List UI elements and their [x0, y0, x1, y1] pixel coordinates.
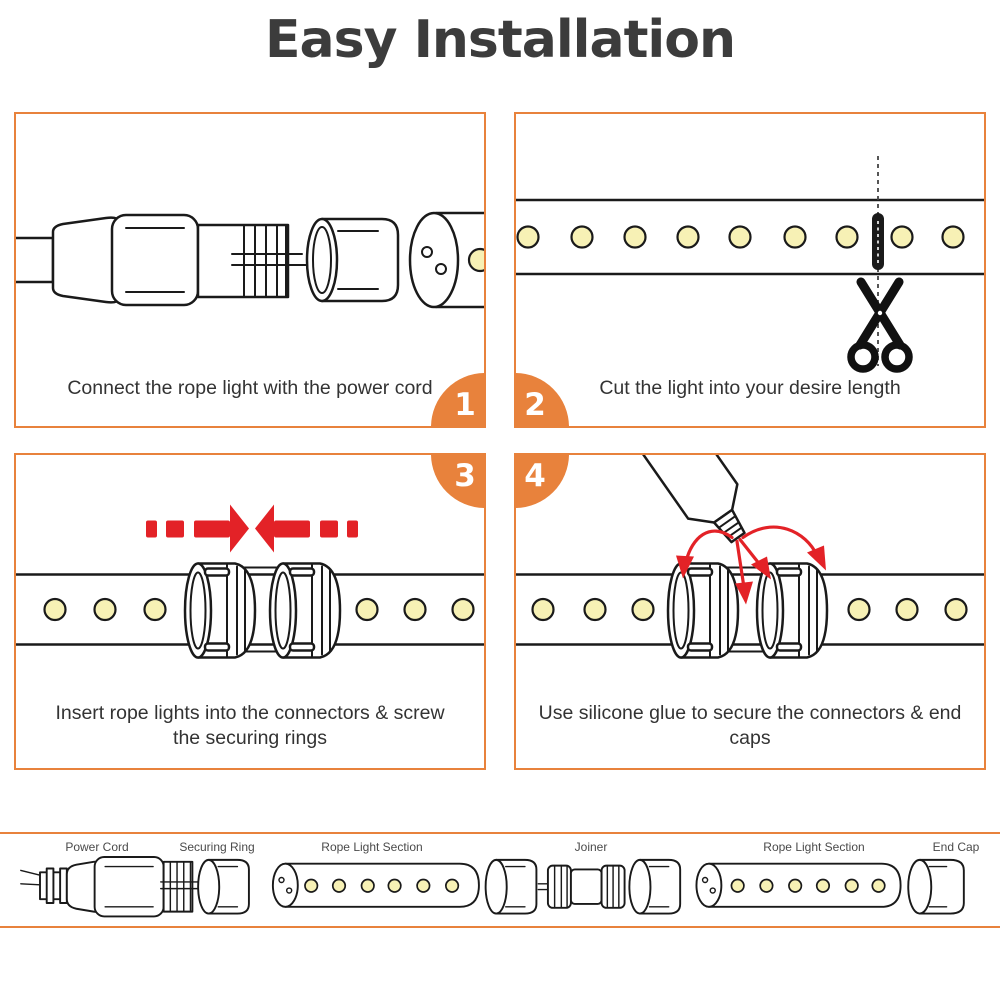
step-number: 4 [524, 458, 546, 494]
step-number: 3 [454, 458, 476, 494]
connector-ring-left [183, 562, 257, 659]
joiner-ring-left [484, 858, 538, 915]
securing-ring [305, 217, 400, 303]
part-label-joiner: Joiner [574, 840, 608, 854]
step-caption: Use silicone glue to secure the connecto… [516, 701, 984, 752]
power-cord-plug [16, 213, 309, 307]
cut-rope-light-illustration [516, 156, 984, 373]
step-caption-text: Insert rope lights into the connectors &… [55, 701, 445, 750]
connector-ring-left [666, 562, 740, 659]
step-panel-4: Use silicone glue to secure the connecto… [514, 453, 986, 770]
rope-light-strip [516, 198, 984, 276]
parts-diagram: Power Cord Securing Ring Rope Light Sect… [0, 832, 1000, 928]
step-number: 1 [454, 387, 476, 423]
silicone-glue-illustration [516, 455, 984, 659]
connector-ring-right [268, 562, 342, 659]
joiner-part [537, 864, 626, 909]
step-caption-text: Connect the rope light with the power co… [67, 377, 433, 400]
part-label-securing-ring: Securing Ring [179, 840, 255, 854]
step-caption: Connect the rope light with the power co… [16, 376, 484, 402]
page-title: Easy Installation [265, 10, 736, 70]
step-caption: Insert rope lights into the connectors &… [16, 701, 484, 752]
cut-mark [872, 213, 884, 270]
insert-connectors-illustration [16, 504, 484, 659]
step-number: 2 [524, 387, 546, 423]
step-panel-1: Connect the rope light with the power co… [14, 112, 486, 428]
power-cord-part [20, 856, 204, 918]
part-label-power-cord: Power Cord [65, 840, 129, 854]
part-label-end-cap: End Cap [932, 840, 980, 854]
glue-arrows-icon [676, 525, 826, 605]
rope-light-section-part-2 [695, 862, 902, 908]
step-caption-text: Cut the light into your desire length [599, 377, 901, 400]
press-arrows-icon [146, 504, 358, 553]
step-panel-2: Cut the light into your desire length 2 [514, 112, 986, 428]
connector-ring-right [755, 562, 829, 659]
connect-power-cord-illustration [16, 211, 484, 309]
joiner-ring-right [628, 858, 682, 915]
step-caption-text: Use silicone glue to secure the connecto… [538, 701, 962, 750]
step-panel-3: Insert rope lights into the connectors &… [14, 453, 486, 770]
securing-ring-part [197, 858, 250, 915]
step-caption: Cut the light into your desire length [516, 376, 984, 402]
rope-light-section-part [271, 862, 480, 908]
part-label-rope-light-section: Rope Light Section [321, 840, 423, 854]
part-label-rope-light-section-2: Rope Light Section [763, 840, 865, 854]
end-cap-part [907, 858, 965, 915]
parts-exploded-illustration [20, 856, 965, 918]
scissors-icon [847, 277, 913, 373]
rope-light-end [408, 211, 484, 309]
